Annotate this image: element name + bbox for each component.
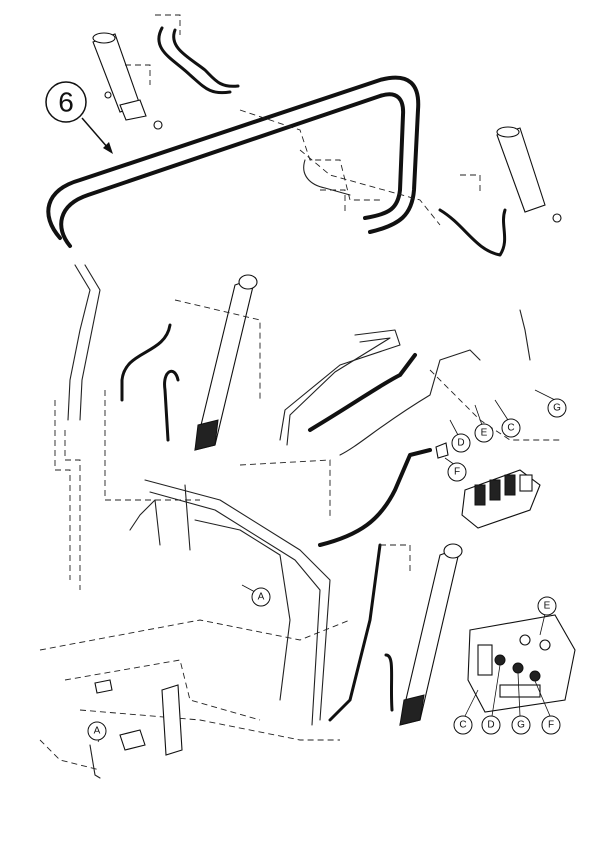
label-d-upper: D — [457, 438, 464, 449]
callout-a-middle: A — [241, 584, 271, 607]
callout-6: 6 — [45, 81, 87, 123]
cylinder-center-left — [104, 274, 261, 501]
lower-tubes — [39, 479, 351, 771]
top-dashed-lines — [239, 109, 441, 226]
label-a-lower: A — [94, 726, 101, 737]
callout-g-upper: G — [534, 389, 567, 418]
main-hose-loop — [46, 75, 421, 248]
cylinder-top-right — [438, 126, 562, 257]
label-c-upper: C — [507, 423, 514, 434]
label-c-lower: C — [459, 720, 466, 731]
callout-6-number: 6 — [58, 87, 74, 118]
callout-g-lower: G — [511, 672, 531, 735]
label-e-lower: E — [544, 601, 551, 612]
cylinder-top-left — [92, 32, 163, 130]
label-a-middle: A — [258, 592, 265, 603]
label-f-upper: F — [454, 467, 460, 478]
callout-c-upper: C — [494, 399, 521, 438]
callout-arrow — [81, 117, 113, 154]
callout-c-lower: C — [453, 689, 479, 735]
label-e-upper: E — [481, 428, 488, 439]
label-d-lower: D — [487, 720, 494, 731]
cylinder-bottom-right — [328, 543, 463, 726]
left-tubes — [54, 264, 101, 590]
callout-f-upper: F — [444, 457, 467, 482]
control-valve-upper — [461, 469, 541, 529]
callout-a-lower: A — [87, 721, 107, 743]
callout-e-lower: E — [537, 596, 557, 636]
callout-f-lower: F — [534, 680, 561, 735]
label-group: G C E D F A A — [87, 389, 567, 743]
callout-d-lower: D — [481, 664, 501, 735]
top-hoses — [125, 14, 240, 95]
label-g-upper: G — [553, 403, 561, 414]
label-f-lower: F — [548, 720, 554, 731]
callout-e-upper: E — [474, 404, 494, 443]
bracket-assembly — [89, 679, 183, 779]
center-tubes — [239, 309, 560, 520]
control-valve-lower — [467, 614, 576, 713]
callout-d-upper: D — [449, 419, 471, 453]
valve-hose — [318, 442, 449, 547]
label-g-lower: G — [517, 720, 525, 731]
